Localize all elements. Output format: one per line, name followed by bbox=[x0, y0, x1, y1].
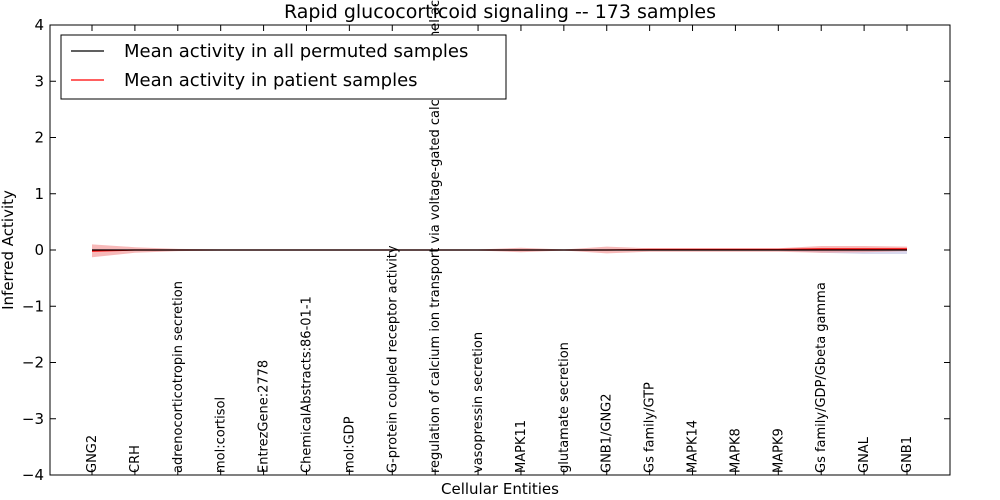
x-tick-label: MAPK8 bbox=[728, 428, 743, 473]
y-tick-label: 4 bbox=[34, 16, 44, 34]
series-lines bbox=[91, 248, 907, 252]
y-tick-label: −4 bbox=[22, 466, 44, 484]
x-tick-label: GNB1/GNG2 bbox=[600, 393, 615, 473]
x-tick-label: regulation of calcium ion transport via … bbox=[428, 0, 443, 473]
x-tick-label: GNB1 bbox=[900, 436, 915, 473]
x-tick-label: glutamate secretion bbox=[557, 342, 572, 473]
y-axis: 4 3 2 1 0 −1 −2 −3 −4 bbox=[22, 16, 950, 484]
y-tick-label: 0 bbox=[34, 241, 44, 259]
y-axis-label: Inferred Activity bbox=[0, 190, 17, 310]
legend: Mean activity in all permuted samples Me… bbox=[60, 34, 507, 100]
x-tick-label: mol:GDP bbox=[342, 416, 357, 473]
x-tick-label: EntrezGene:2778 bbox=[257, 360, 272, 473]
x-tick-label: GNAL bbox=[857, 436, 872, 473]
band-series-1 bbox=[92, 244, 907, 258]
legend-label-patient: Mean activity in patient samples bbox=[124, 70, 418, 91]
x-tick-label: MAPK11 bbox=[514, 420, 529, 473]
x-tick-label: G-protein coupled receptor activity bbox=[385, 245, 400, 473]
y-tick-label: −2 bbox=[22, 354, 44, 372]
x-tick-label: ChemicalAbstracts:86-01-1 bbox=[299, 296, 314, 473]
y-tick-label: −1 bbox=[22, 297, 44, 315]
x-tick-label: MAPK9 bbox=[771, 428, 786, 473]
x-tick-label: MAPK14 bbox=[686, 420, 701, 473]
x-tick-label: adrenocorticotropin secretion bbox=[171, 281, 186, 473]
legend-label-permuted: Mean activity in all permuted samples bbox=[124, 41, 468, 62]
y-tick-label: 3 bbox=[34, 72, 44, 90]
x-tick-label: CRH bbox=[128, 445, 143, 473]
y-tick-label: −3 bbox=[22, 410, 44, 428]
legend-box bbox=[60, 34, 507, 100]
chart-title: Rapid glucocorticoid signaling -- 173 sa… bbox=[284, 1, 716, 23]
y-tick-label: 1 bbox=[34, 185, 44, 203]
x-tick-label: vasopressin secretion bbox=[471, 332, 486, 473]
x-axis-label: Cellular Entities bbox=[441, 480, 559, 498]
x-tick-label: Gs family/GDP/Gbeta gamma bbox=[814, 282, 829, 473]
y-tick-label: 2 bbox=[34, 129, 44, 147]
x-tick-label: Gs family/GTP bbox=[643, 382, 658, 473]
x-tick-label: mol:cortisol bbox=[214, 397, 229, 473]
x-axis: GNG2 CRH adrenocorticotropin secretion mol:… bbox=[85, 0, 915, 475]
x-tick-label: GNG2 bbox=[85, 435, 100, 473]
